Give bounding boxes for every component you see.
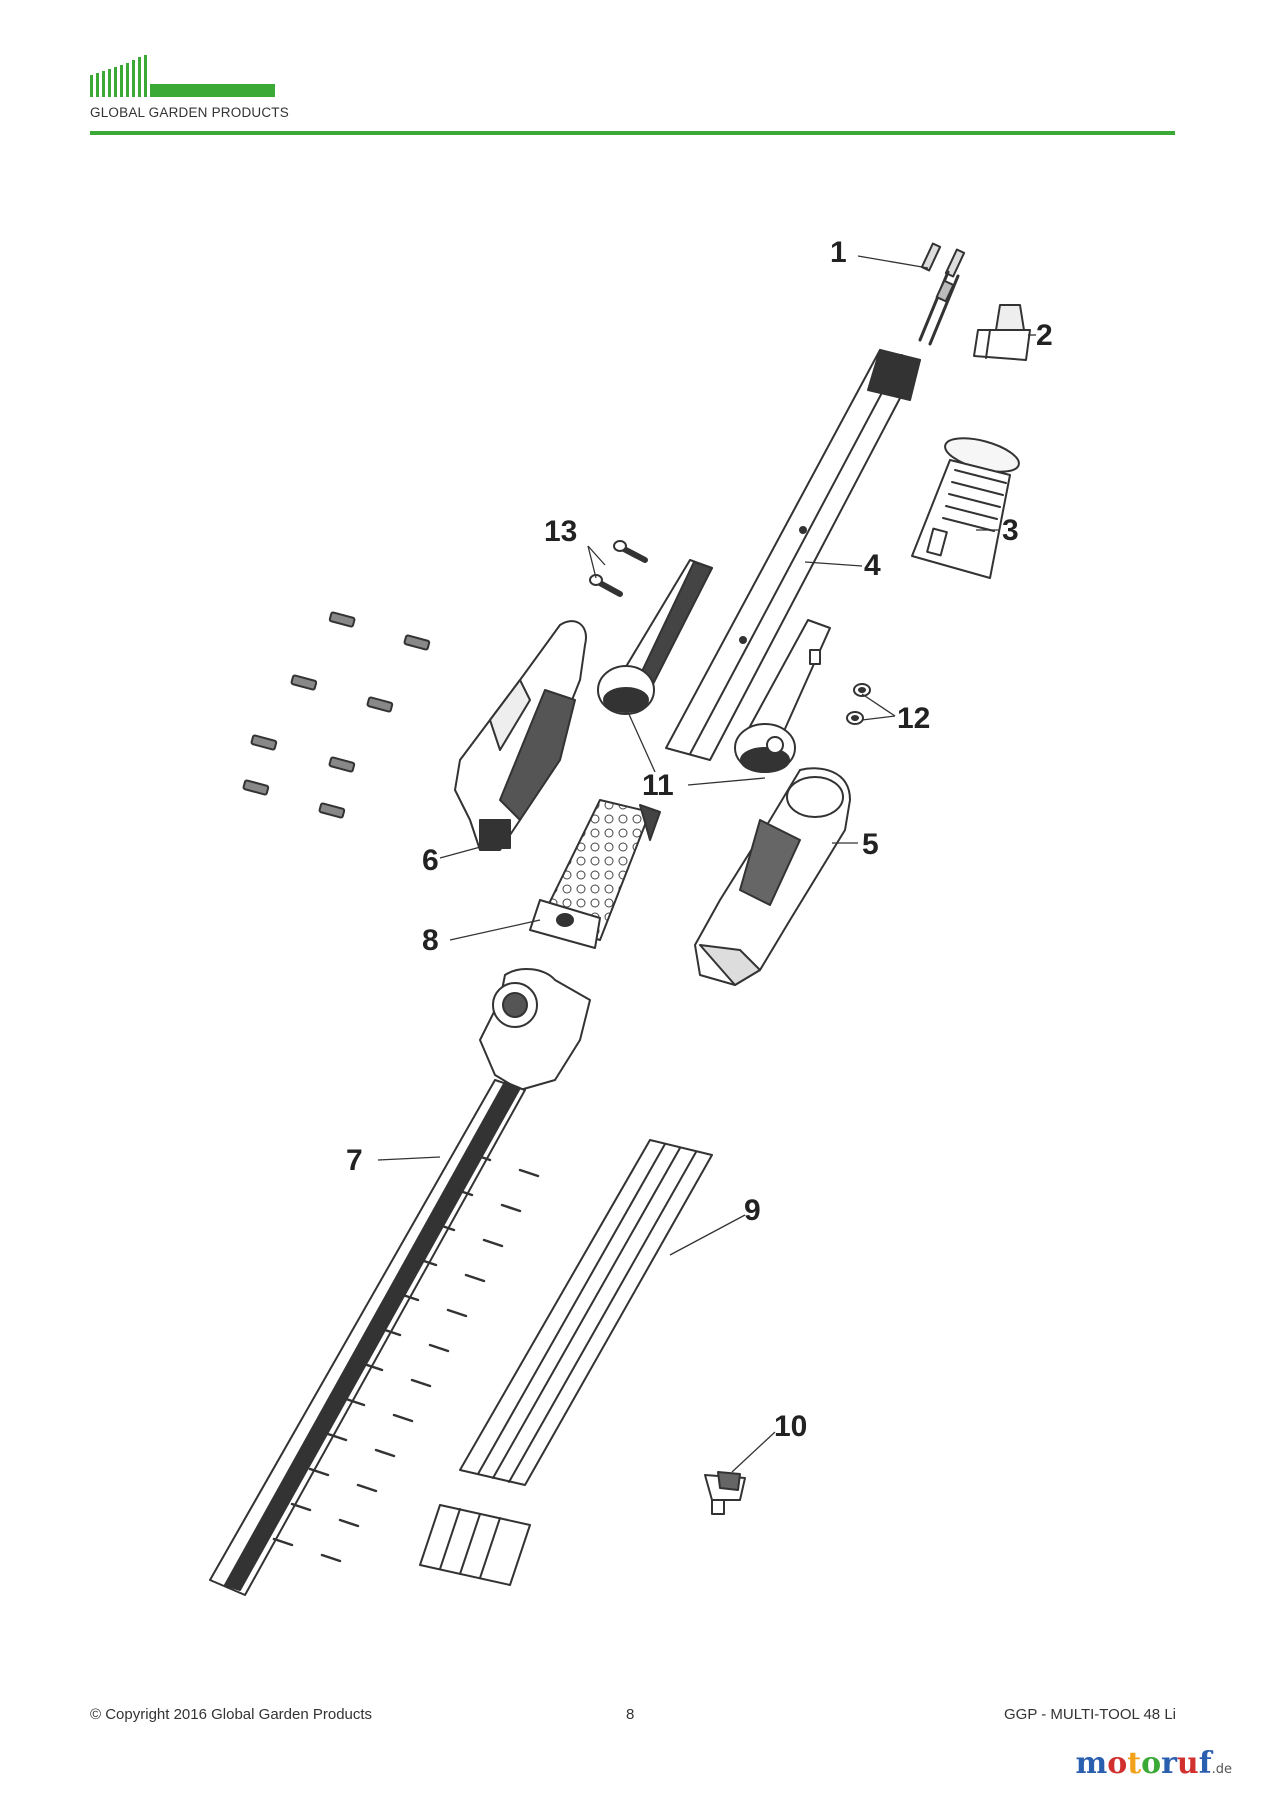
callout-labels: 1 2 3 4 5 6 7 8 9 10 11 12 13 xyxy=(346,236,1053,1443)
leader-lines xyxy=(377,255,1036,1473)
part-11-gear-housing-left xyxy=(597,559,713,715)
part-2-plug xyxy=(973,304,1031,361)
callout-7: 7 xyxy=(346,1144,363,1177)
callout-10: 10 xyxy=(774,1410,807,1443)
part-6-left-housing xyxy=(454,620,587,851)
callout-4: 4 xyxy=(864,549,881,582)
callout-6: 6 xyxy=(422,844,439,877)
callout-1: 1 xyxy=(830,236,847,269)
part-11-gear-housing-right xyxy=(734,619,831,773)
callout-9: 9 xyxy=(744,1194,761,1227)
part-10-knob xyxy=(704,1471,746,1515)
part-13-pins xyxy=(589,540,648,597)
callout-12: 12 xyxy=(897,702,930,735)
company-name: GLOBAL GARDEN PRODUCTS xyxy=(90,105,289,120)
page-header: GLOBAL GARDEN PRODUCTS xyxy=(90,55,1175,135)
callout-11: 11 xyxy=(642,769,674,802)
callout-13: 13 xyxy=(544,515,577,548)
callout-8: 8 xyxy=(422,924,439,957)
callout-5: 5 xyxy=(862,828,879,861)
company-logo-icon xyxy=(90,55,275,97)
part-5-right-cover xyxy=(694,767,851,986)
part-1-connector-pins xyxy=(918,242,966,346)
header-rule xyxy=(90,131,1175,135)
callout-3: 3 xyxy=(1002,514,1019,547)
footer-model-name: GGP - MULTI-TOOL 48 Li xyxy=(1004,1706,1176,1723)
part-4-main-shaft xyxy=(665,349,921,761)
callout-2: 2 xyxy=(1036,319,1053,352)
footer-page-number: 8 xyxy=(626,1706,635,1723)
part-3-grip-sleeve xyxy=(911,437,1020,579)
footer-copyright: © Copyright 2016 Global Garden Products xyxy=(90,1706,373,1723)
part-8-grip-plate xyxy=(529,799,661,949)
part-9-blade-guard xyxy=(419,1139,713,1586)
part-12-nuts xyxy=(846,683,871,725)
housing-screws xyxy=(242,611,431,819)
motoruf-watermark: motoruf.de xyxy=(1075,1746,1232,1781)
part-7-blade-assembly xyxy=(209,968,591,1596)
